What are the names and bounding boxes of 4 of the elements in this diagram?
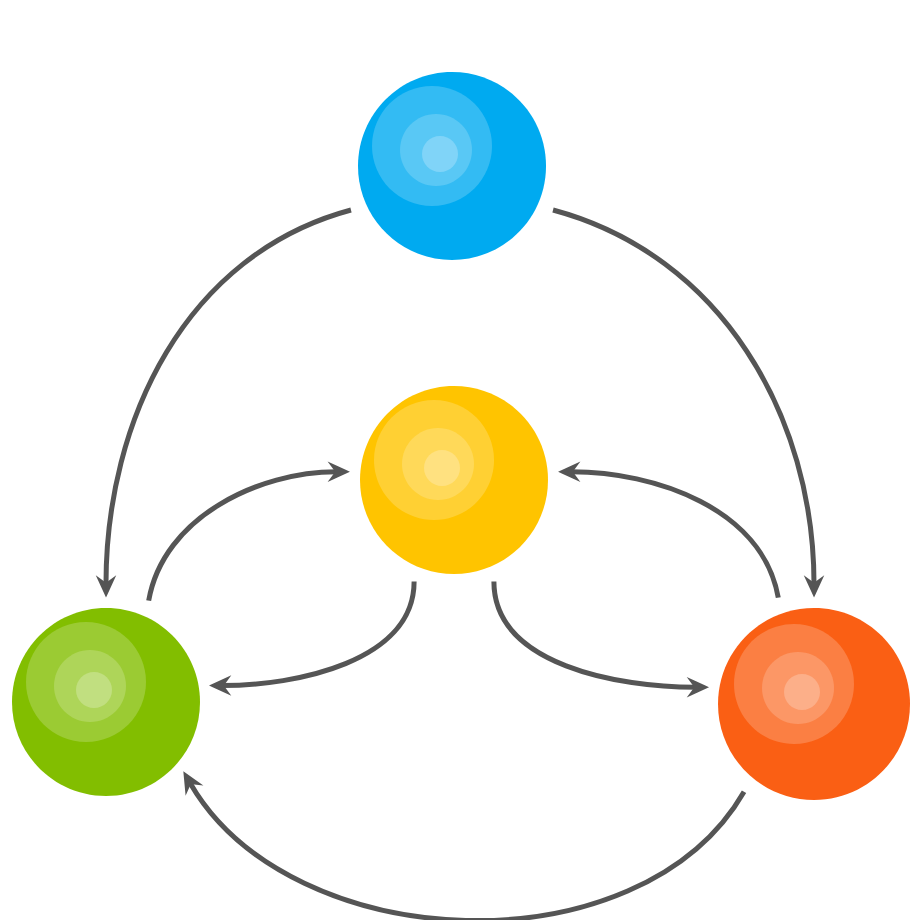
ball bbox=[360, 386, 548, 574]
ball bbox=[718, 608, 910, 800]
ball bbox=[12, 608, 200, 796]
ball bbox=[358, 72, 546, 260]
